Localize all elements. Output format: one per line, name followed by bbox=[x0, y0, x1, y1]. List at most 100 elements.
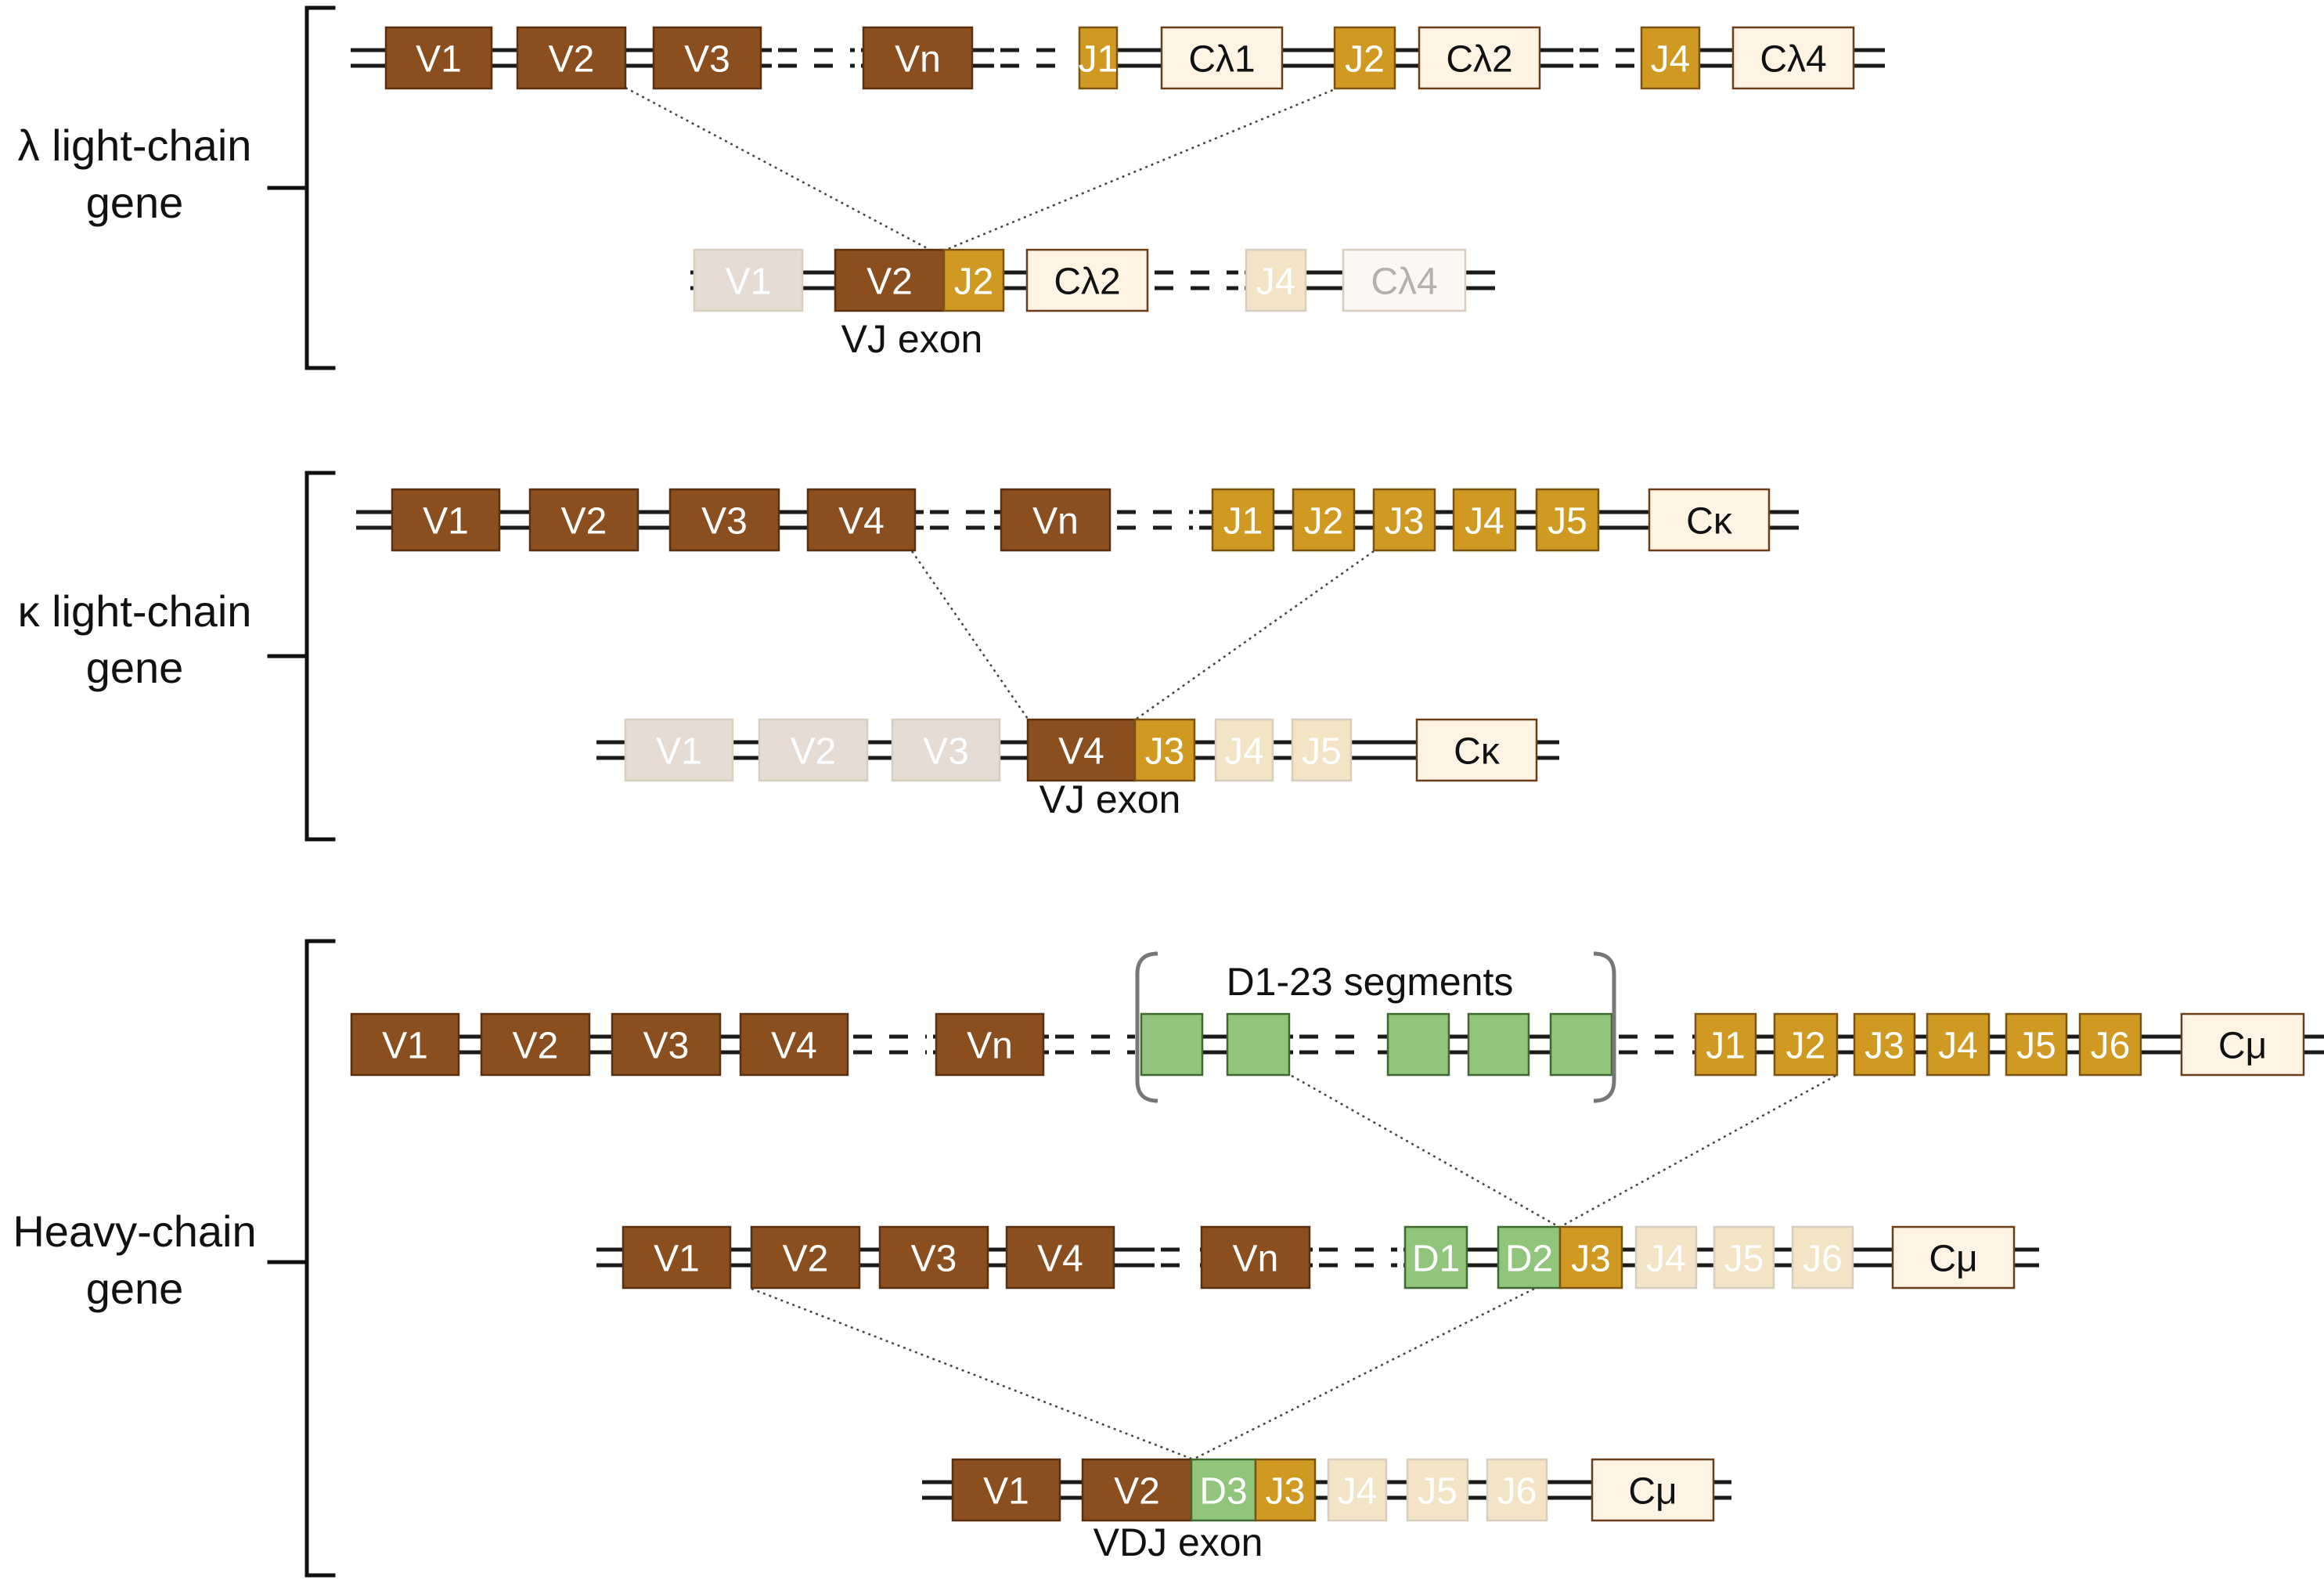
segment-label-v4: V4 bbox=[771, 1026, 817, 1067]
segment-label-j5: J5 bbox=[2016, 1026, 2056, 1067]
exon-label-kappa: VJ exon bbox=[1039, 777, 1181, 821]
segment-label-v2: V2 bbox=[513, 1026, 559, 1067]
segment-label-j2: J2 bbox=[1345, 39, 1385, 81]
gene-label-heavy-line2: gene bbox=[86, 1264, 184, 1313]
segment-heavy-row2-j5-j_faded bbox=[1713, 1225, 1775, 1290]
segment-label-v3: V3 bbox=[684, 39, 730, 81]
segment-kappa-row2-j4-j_faded bbox=[1214, 718, 1274, 782]
segment-label-vn: Vn bbox=[1233, 1239, 1279, 1280]
segment-label-v2: V2 bbox=[1114, 1471, 1160, 1513]
segment-heavy-row1-v1-v bbox=[350, 1012, 460, 1077]
segment-lambda-row1-clambda4-c bbox=[1731, 26, 1855, 90]
segment-heavy-row1-vn-v bbox=[935, 1012, 1045, 1077]
segment-label-cmu: Cμ bbox=[2218, 1026, 2267, 1067]
segment-heavy-row1-d8-d bbox=[1386, 1012, 1450, 1077]
recombination-guide-heavy-1 bbox=[1291, 1074, 1558, 1228]
segment-label-cmu: Cμ bbox=[1628, 1471, 1677, 1513]
segment-label-j4: J4 bbox=[1651, 39, 1691, 81]
segment-lambda-row1-j4-j bbox=[1640, 26, 1701, 90]
segment-kappa-row2-v2-v_faded bbox=[758, 718, 869, 782]
segment-label-v3: V3 bbox=[923, 731, 969, 773]
segment-heavy-row1-v3-v bbox=[611, 1012, 722, 1077]
segment-heavy-row1-j4-j bbox=[1926, 1012, 1991, 1077]
recombination-guide-lambda-1 bbox=[625, 86, 932, 252]
segment-label-v1: V1 bbox=[416, 39, 462, 81]
segment-label-j6: J6 bbox=[1803, 1239, 1843, 1280]
gene-label-heavy-line1: Heavy-chain bbox=[13, 1207, 256, 1256]
d-group-label: D1-23 segments bbox=[1227, 960, 1514, 1004]
segment-heavy-row1-j5-j bbox=[2005, 1012, 2068, 1077]
gene-bracket-lambda bbox=[267, 5, 336, 370]
segment-heavy-row3-j6-j_faded bbox=[1486, 1458, 1548, 1522]
segment-heavy-row2-j3-j bbox=[1558, 1225, 1623, 1290]
segment-label-j2: J2 bbox=[1304, 501, 1344, 543]
segment-kappa-row1-j2-j bbox=[1292, 488, 1356, 552]
segment-label-v1: V1 bbox=[382, 1026, 428, 1067]
segment-label-ckappa: Cκ bbox=[1686, 501, 1733, 543]
segment-label-vn: Vn bbox=[967, 1026, 1013, 1067]
segment-label-v1: V1 bbox=[983, 1471, 1029, 1513]
segment-heavy-row3-v1-v bbox=[951, 1458, 1061, 1522]
segment-label-v2: V2 bbox=[791, 731, 837, 773]
segment-heavy-row2-j4-j_faded bbox=[1634, 1225, 1698, 1290]
segment-heavy-row1-j2-j bbox=[1773, 1012, 1839, 1077]
segment-kappa-row1-j1-j bbox=[1211, 488, 1275, 552]
segment-label-j2: J2 bbox=[954, 262, 994, 303]
segment-kappa-row2-v3-v_faded bbox=[891, 718, 1001, 782]
segment-kappa-row1-v1-v bbox=[391, 488, 501, 552]
segment-label-j3: J3 bbox=[1145, 731, 1185, 773]
segment-label-j4: J4 bbox=[1256, 262, 1296, 303]
segment-label-v3: V3 bbox=[643, 1026, 690, 1067]
segment-lambda-row2-clambda4-c_faded bbox=[1342, 248, 1467, 312]
segment-label-clambda2: Cλ2 bbox=[1054, 262, 1120, 303]
segment-heavy-row3-v2-v bbox=[1081, 1458, 1193, 1522]
segment-label-v2: V2 bbox=[549, 39, 595, 81]
segment-lambda-row2-v1-v_faded bbox=[693, 248, 804, 312]
gene-label-lambda-line1: λ light-chain bbox=[18, 121, 252, 170]
segment-kappa-row1-v3-v bbox=[668, 488, 780, 552]
segment-lambda-row1-j1-j bbox=[1078, 26, 1119, 90]
segment-label-clambda1: Cλ1 bbox=[1188, 39, 1255, 81]
recombination-guide-heavy-3 bbox=[751, 1287, 1192, 1460]
segment-heavy-row1-d10-d bbox=[1549, 1012, 1613, 1077]
segment-label-j3: J3 bbox=[1865, 1026, 1904, 1067]
segment-label-v2: V2 bbox=[561, 501, 607, 543]
segment-label-d1: D1 bbox=[1412, 1239, 1460, 1280]
segment-kappa-row2-v1-v_faded bbox=[624, 718, 734, 782]
segment-label-j2: J2 bbox=[1786, 1026, 1826, 1067]
segment-label-v4: V4 bbox=[838, 501, 885, 543]
segment-label-j5: J5 bbox=[1302, 731, 1342, 773]
segment-kappa-row1-v2-v bbox=[528, 488, 640, 552]
recombination-guide-heavy-2 bbox=[1561, 1074, 1836, 1228]
segment-heavy-row2-v4-v bbox=[1005, 1225, 1115, 1290]
segment-label-d2: D2 bbox=[1505, 1239, 1553, 1280]
segment-lambda-row1-v3-v bbox=[652, 26, 762, 90]
segment-label-v1: V1 bbox=[423, 501, 469, 543]
segment-label-j5: J5 bbox=[1724, 1239, 1764, 1280]
segment-lambda-row1-j2-j bbox=[1333, 26, 1396, 90]
segment-kappa-row2-j5-j_faded bbox=[1291, 718, 1353, 782]
segment-label-j3: J3 bbox=[1571, 1239, 1611, 1280]
segment-label-j3: J3 bbox=[1266, 1471, 1306, 1513]
segment-heavy-row2-j6-j_faded bbox=[1791, 1225, 1854, 1290]
segment-label-vn: Vn bbox=[1032, 501, 1079, 543]
segment-heavy-row2-d2-d bbox=[1497, 1225, 1562, 1290]
segment-heavy-row1-d6-d bbox=[1140, 1012, 1204, 1077]
segment-heavy-row1-cmu-c bbox=[2180, 1012, 2305, 1077]
exon-label-lambda: VJ exon bbox=[841, 317, 983, 361]
recombination-guide-kappa-1 bbox=[910, 550, 1029, 720]
segment-heavy-row1-j1-j bbox=[1694, 1012, 1757, 1077]
segment-heavy-row2-cmu-c bbox=[1891, 1225, 2016, 1290]
segment-label-clambda2: Cλ2 bbox=[1446, 39, 1512, 81]
segment-heavy-row3-j4-j_faded bbox=[1327, 1458, 1388, 1522]
segment-heavy-row1-d7-d bbox=[1226, 1012, 1291, 1077]
recombination-guide-kappa-2 bbox=[1136, 550, 1375, 720]
d-group-left-brace bbox=[1135, 951, 1158, 1103]
segment-heavy-row1-v2-v bbox=[480, 1012, 591, 1077]
segment-heavy-row2-d1-d bbox=[1403, 1225, 1468, 1290]
segment-label-cmu: Cμ bbox=[1929, 1239, 1977, 1280]
segment-label-v1: V1 bbox=[654, 1239, 700, 1280]
segment-label-ckappa: Cκ bbox=[1454, 731, 1501, 773]
exon-label-heavy: VDJ exon bbox=[1094, 1520, 1263, 1564]
